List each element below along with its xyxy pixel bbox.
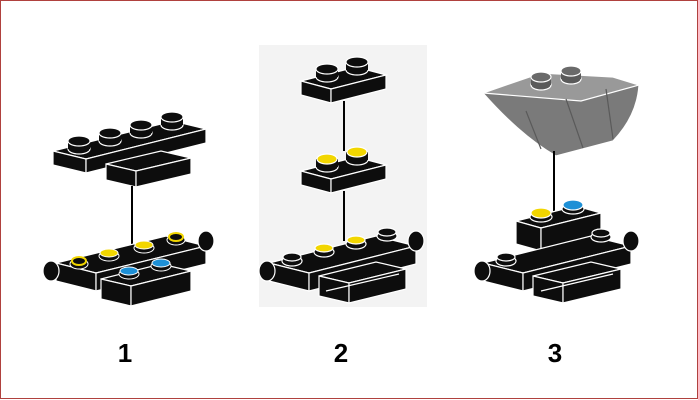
step-1-studs: [69, 232, 186, 280]
step-3-slope-piece: [481, 65, 642, 157]
step-2-top-plate: [298, 56, 389, 104]
step-2-number: 2: [333, 338, 349, 368]
step-1-top-plate: [52, 111, 207, 188]
step-2-bottom-assembly: [258, 227, 425, 304]
step-2-middle-plate: [298, 146, 389, 194]
step-3-bottom-assembly: [473, 199, 640, 304]
step-1-number: 1: [117, 338, 133, 368]
step-1-bottom-assembly: [42, 230, 215, 307]
step-3-number: 3: [547, 338, 563, 368]
